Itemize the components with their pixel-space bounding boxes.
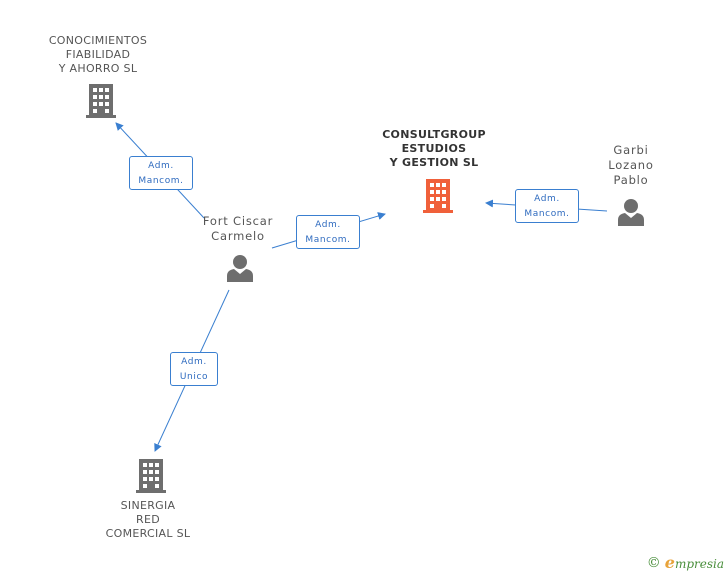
company-label-consultgroup[interactable]: CONSULTGROUP ESTUDIOS Y GESTION SL bbox=[382, 128, 486, 169]
edge-label-line1: Adm. bbox=[315, 220, 341, 230]
person-label-garbi-lozano[interactable]: Garbi Lozano Pablo bbox=[608, 143, 654, 187]
brand-footer[interactable]: © empresia bbox=[647, 553, 724, 572]
building-icon[interactable] bbox=[86, 84, 116, 118]
edge-label-sinergia: Adm. Unico bbox=[170, 352, 218, 386]
edge-label-line2: Mancom. bbox=[138, 176, 184, 186]
copyright-icon: © bbox=[646, 554, 661, 571]
person-label-fort-ciscar[interactable]: Fort Ciscar Carmelo bbox=[202, 214, 274, 243]
company-label-sinergia[interactable]: SINERGIA RED COMERCIAL SL bbox=[105, 499, 191, 540]
edge-label-line2: Mancom. bbox=[524, 209, 570, 219]
edge-label-line2: Unico bbox=[179, 372, 209, 382]
company-label-conocimientos[interactable]: CONOCIMIENTOS FIABILIDAD Y AHORRO SL bbox=[48, 34, 148, 75]
edge-label-line1: Adm. bbox=[148, 161, 174, 171]
person-icon[interactable] bbox=[617, 198, 645, 226]
brand-logo: empresia bbox=[664, 553, 724, 572]
building-icon-highlighted[interactable] bbox=[423, 179, 453, 213]
building-icon[interactable] bbox=[136, 459, 166, 493]
edge-label-line1: Adm. bbox=[181, 357, 207, 367]
person-icon[interactable] bbox=[226, 254, 254, 282]
edge-label-consultgroup-garbi: Adm. Mancom. bbox=[515, 189, 579, 223]
edge-label-consultgroup-fort: Adm. Mancom. bbox=[296, 215, 360, 249]
edge-label-line1: Adm. bbox=[534, 194, 560, 204]
edge-label-conocimientos: Adm. Mancom. bbox=[129, 156, 193, 190]
edge-label-line2: Mancom. bbox=[305, 235, 351, 245]
